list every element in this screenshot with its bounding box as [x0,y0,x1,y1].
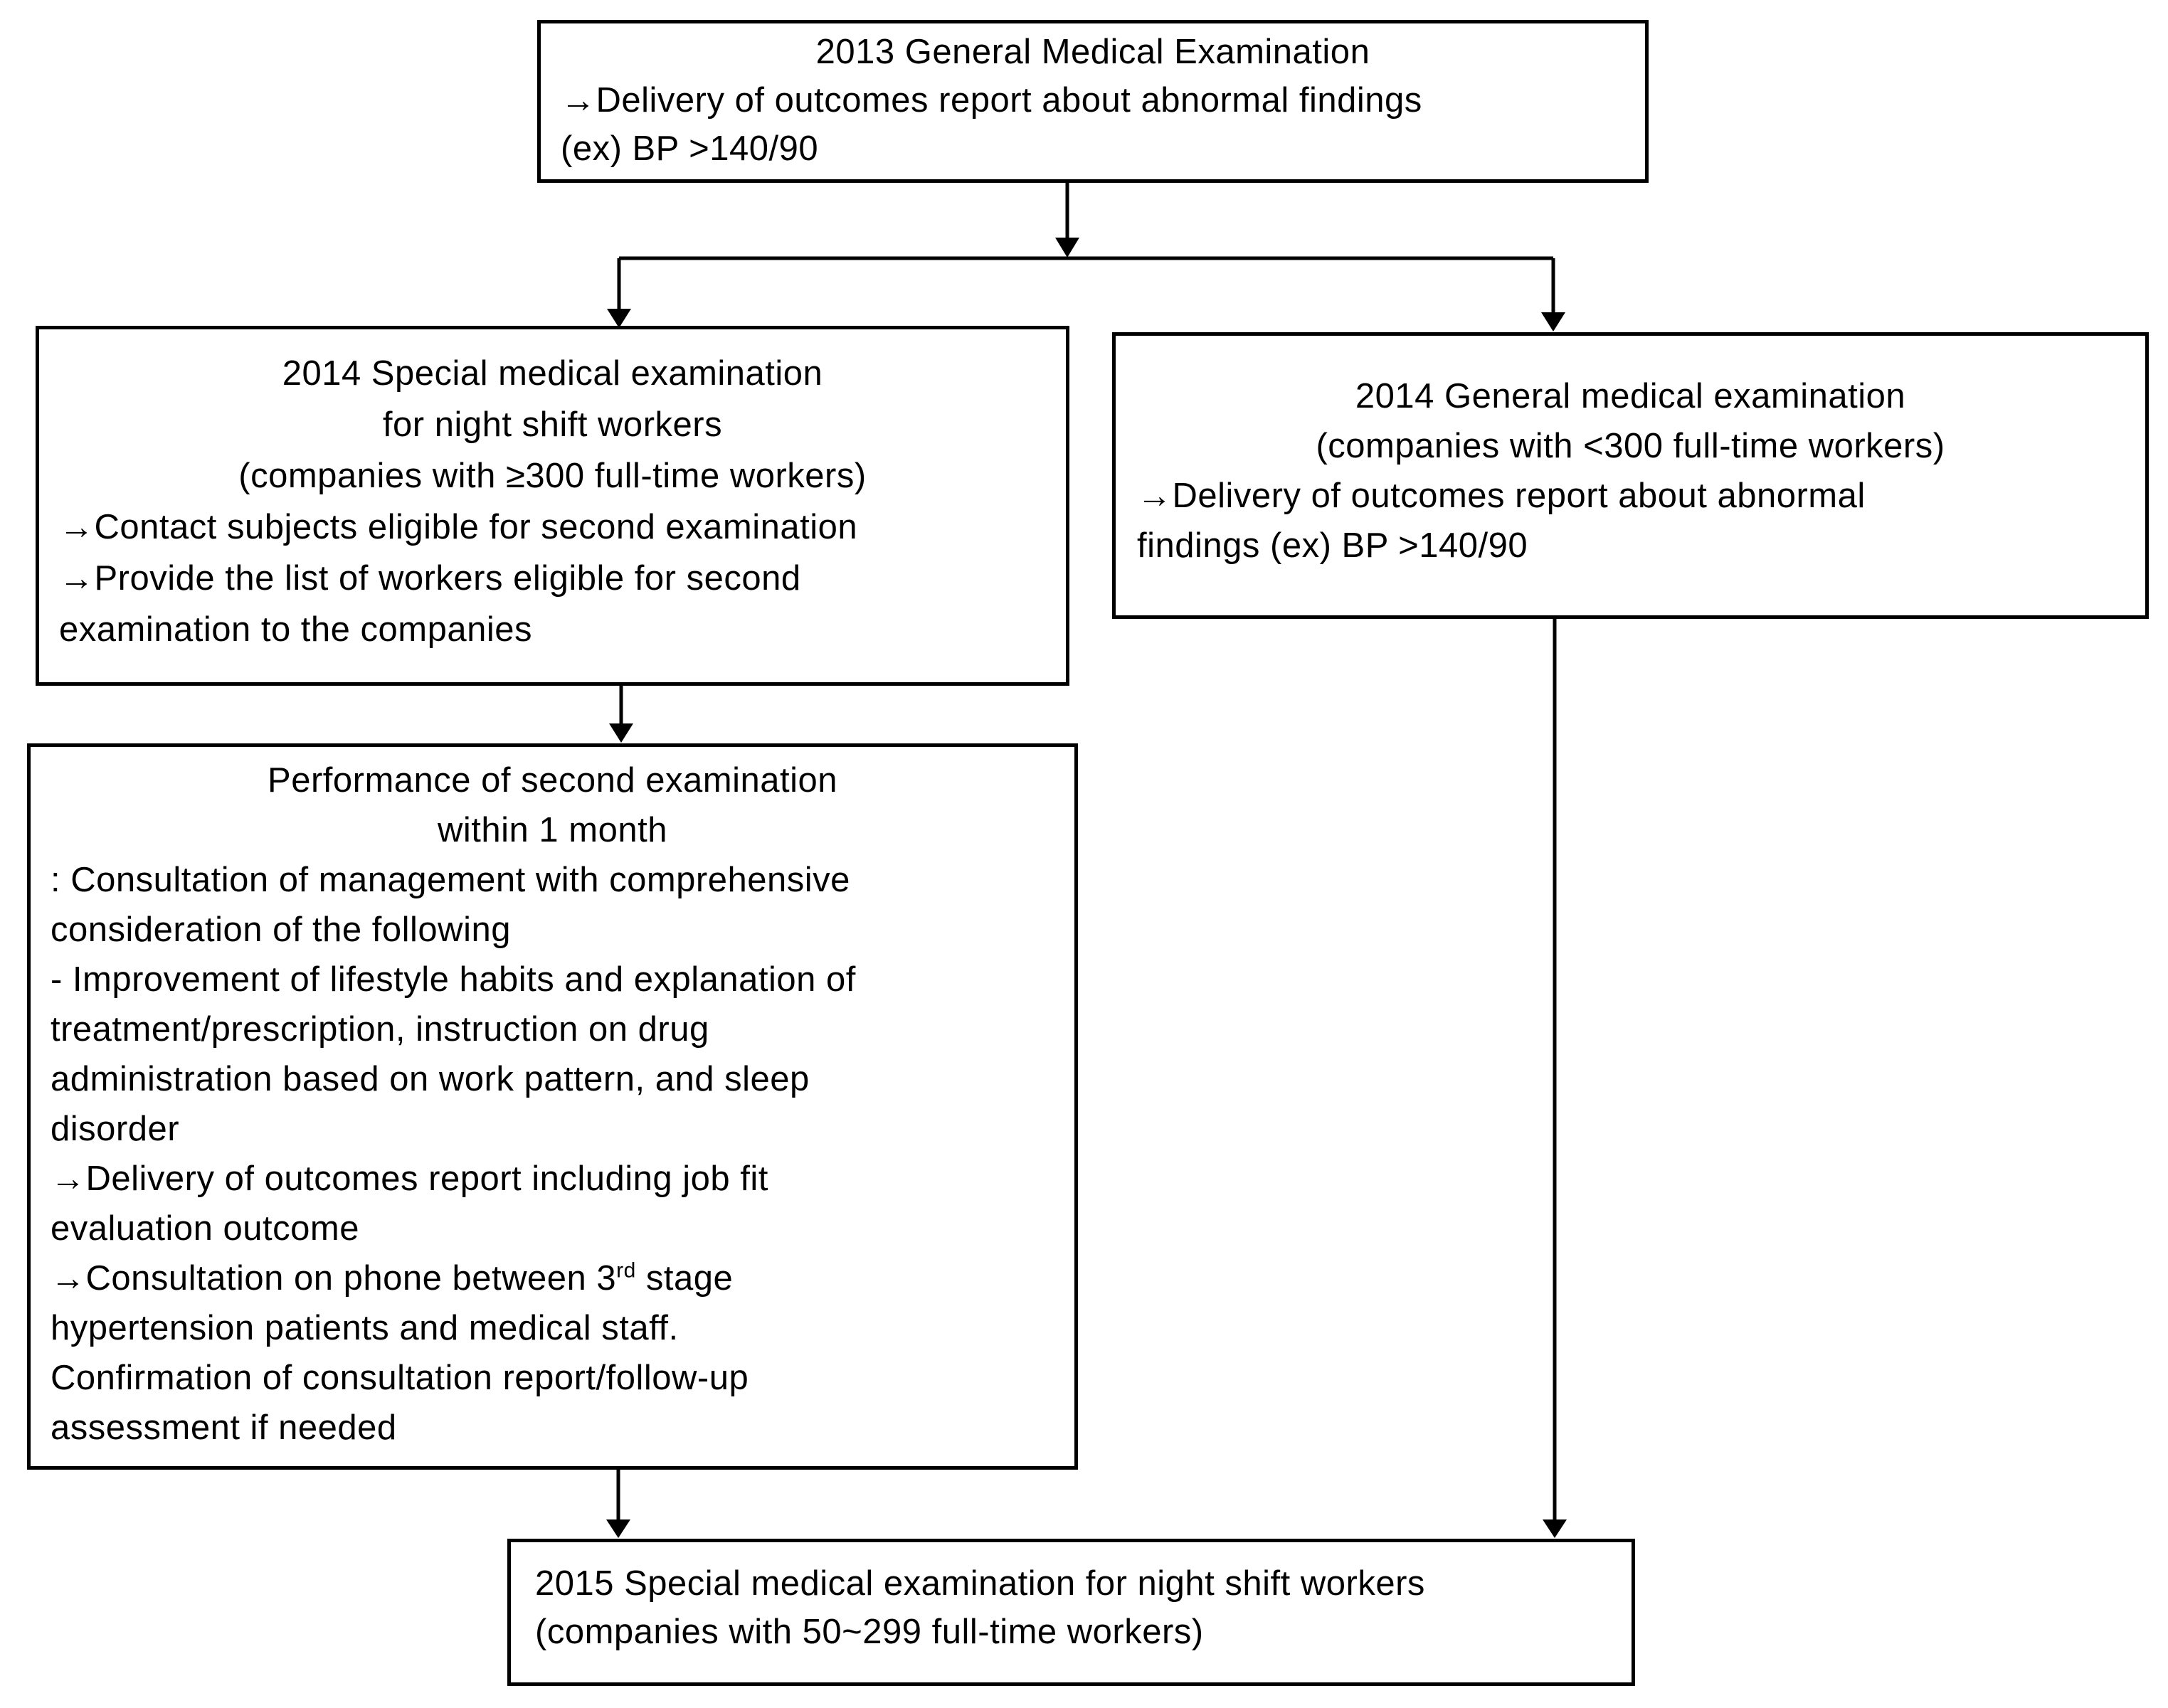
arrowhead-icon [1541,312,1565,331]
connector-branch-to-2014-general [1541,258,1565,331]
node-text-line: →Consultation on phone between 3rd stage [51,1253,1054,1303]
node-text-line: 2015 Special medical examination for nig… [535,1564,1425,1603]
node-text-line: hypertension patients and medical staff. [51,1309,679,1347]
connector-2014-special-to-second-exam [609,686,633,743]
node-text-line: : Consultation of management with compre… [51,861,850,899]
node-text-line: →Delivery of outcomes report about abnor… [561,81,1422,120]
node-second-exam-performance: Performance of second examination within… [27,743,1078,1470]
node-2013-general-exam: 2013 General Medical Examination →Delive… [537,20,1649,183]
node-text-line: - Improvement of lifestyle habits and ex… [51,960,856,999]
ordinal-superscript: rd [616,1258,636,1283]
node-title-line: 2013 General Medical Examination [815,33,1370,71]
node-text-line: Confirmation of consultation report/foll… [51,1359,749,1397]
node-text-line: treatment/prescription, instruction on d… [51,1010,709,1049]
node-text-line: administration based on work pattern, an… [51,1060,810,1098]
arrowhead-icon [1055,238,1079,258]
node-text-line: disorder [51,1110,180,1148]
node-text-segment: stage [635,1259,734,1298]
connector-second-exam-to-2015 [606,1470,630,1538]
arrowhead-icon [607,309,631,328]
arrowhead-icon [609,723,633,743]
node-2014-general-exam: 2014 General medical examination (compan… [1112,332,2149,619]
node-2014-special-exam: 2014 Special medical examination for nig… [36,326,1069,686]
node-title-line: within 1 month [438,811,667,849]
connector-2014-general-to-2015 [1543,619,1567,1538]
node-text-line: evaluation outcome [51,1209,359,1248]
node-text-line: →Delivery of outcomes report including j… [51,1160,768,1198]
node-title-line: (companies with <300 full-time workers) [1316,427,1945,465]
node-title-line: 2014 General medical examination [1355,377,1906,415]
node-text-line: consideration of the following [51,911,511,949]
node-2015-special-exam: 2015 Special medical examination for nig… [507,1539,1635,1686]
node-text-line: (ex) BP >140/90 [561,129,819,168]
arrowhead-icon [606,1519,630,1538]
node-title-line: 2014 Special medical examination [282,354,823,393]
node-text-line: →Provide the list of workers eligible fo… [59,559,801,598]
node-text-line: assessment if needed [51,1409,397,1447]
node-text-line: examination to the companies [59,610,532,649]
connector-2013-to-branch [1055,183,1079,258]
node-text-line: →Delivery of outcomes report about abnor… [1137,477,1866,515]
node-text-line: findings (ex) BP >140/90 [1137,526,1528,565]
node-title-line: for night shift workers [382,405,723,444]
node-title-line: (companies with ≥300 full-time workers) [238,457,867,495]
connector-branch-to-2014-special [607,258,631,328]
node-text-line: (companies with 50~299 full-time workers… [535,1613,1204,1651]
arrowhead-icon [1543,1519,1567,1538]
node-text-segment: →Consultation on phone between 3 [51,1259,617,1298]
node-text-line: →Contact subjects eligible for second ex… [59,508,858,546]
node-title-line: Performance of second examination [268,761,837,800]
